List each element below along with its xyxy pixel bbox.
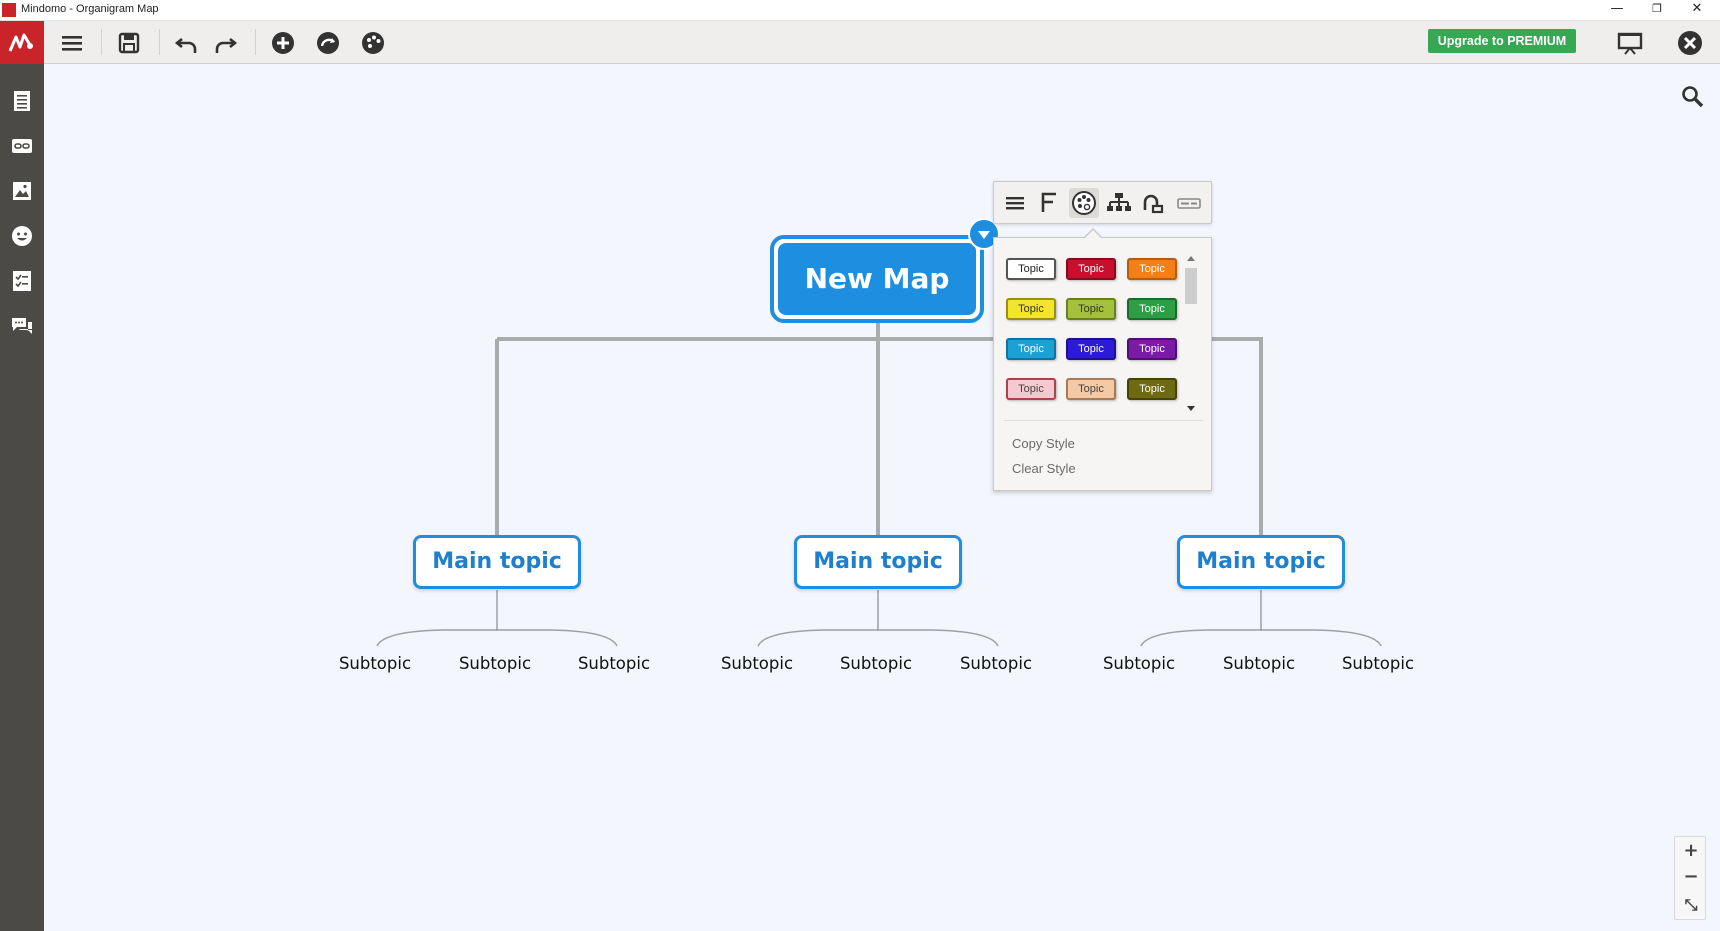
swatch-scrollbar[interactable]: [1184, 256, 1197, 411]
popup-pointer-inner: [1085, 230, 1101, 238]
style-swatch[interactable]: Topic: [1006, 338, 1056, 360]
style-swatch[interactable]: Topic: [1006, 378, 1056, 400]
palette-icon[interactable]: [1069, 188, 1099, 218]
font-icon[interactable]: [1034, 188, 1064, 218]
style-swatch[interactable]: Topic: [1127, 258, 1177, 280]
app-logo-icon[interactable]: [0, 21, 44, 64]
subtopic[interactable]: Subtopic: [720, 654, 794, 673]
format-list-icon[interactable]: [1000, 188, 1030, 218]
theme-icon[interactable]: [359, 29, 387, 57]
toolbar-separator: [101, 29, 102, 55]
root-topic[interactable]: New Map: [770, 235, 984, 323]
main-toolbar: Upgrade to PREMIUM: [0, 21, 1720, 64]
restore-button[interactable]: ❐: [1652, 2, 1662, 15]
style-swatch[interactable]: Topic: [1006, 258, 1056, 280]
style-swatch[interactable]: Topic: [1006, 298, 1056, 320]
style-swatch[interactable]: Topic: [1127, 298, 1177, 320]
style-swatch[interactable]: Topic: [1127, 378, 1177, 400]
main-topic-1[interactable]: Main topic: [413, 535, 581, 589]
comments-icon[interactable]: [10, 314, 34, 338]
zoom-out-button[interactable]: −: [1683, 866, 1699, 887]
root-topic-label: New Map: [778, 243, 976, 315]
style-swatch[interactable]: Topic: [1066, 258, 1116, 280]
scroll-down-arrow[interactable]: [1187, 406, 1195, 411]
subtopic[interactable]: Subtopic: [839, 654, 913, 673]
map-canvas[interactable]: New Map Main topic Main topic Main topic…: [44, 64, 1720, 931]
task-icon[interactable]: [10, 269, 34, 293]
main-topic-3[interactable]: Main topic: [1177, 535, 1345, 589]
style-swatch[interactable]: Topic: [1066, 298, 1116, 320]
shape-icon[interactable]: [1174, 188, 1204, 218]
connector-icon[interactable]: [1139, 188, 1169, 218]
add-relationship-icon[interactable]: [314, 29, 342, 57]
main-topic-2[interactable]: Main topic: [794, 535, 962, 589]
redo-icon[interactable]: [211, 29, 239, 57]
clear-style-action[interactable]: Clear Style: [1012, 461, 1076, 476]
zoom-in-button[interactable]: +: [1683, 840, 1699, 861]
copy-style-action[interactable]: Copy Style: [1012, 436, 1075, 451]
add-topic-icon[interactable]: [269, 29, 297, 57]
style-swatch[interactable]: Topic: [1066, 378, 1116, 400]
upgrade-premium-button[interactable]: Upgrade to PREMIUM: [1428, 29, 1576, 53]
search-icon[interactable]: [1680, 84, 1706, 110]
subtopic[interactable]: Subtopic: [338, 654, 412, 673]
subtopic[interactable]: Subtopic: [1102, 654, 1176, 673]
subtopic[interactable]: Subtopic: [458, 654, 532, 673]
emoji-icon[interactable]: [10, 224, 34, 248]
toolbar-separator: [255, 29, 256, 55]
link-icon[interactable]: [10, 134, 34, 158]
connector-lines: [376, 321, 1382, 647]
subtopic[interactable]: Subtopic: [959, 654, 1033, 673]
scroll-up-arrow[interactable]: [1187, 256, 1195, 261]
zoom-controls: + − ⤡: [1674, 836, 1706, 920]
subtopic[interactable]: Subtopic: [577, 654, 651, 673]
subtopic[interactable]: Subtopic: [1341, 654, 1415, 673]
notes-icon[interactable]: [10, 89, 34, 113]
fit-screen-button[interactable]: ⤡: [1684, 895, 1698, 914]
toolbar-separator: [159, 29, 160, 55]
style-swatch[interactable]: Topic: [1127, 338, 1177, 360]
image-icon[interactable]: [10, 179, 34, 203]
minimize-button[interactable]: —: [1610, 1, 1624, 16]
app-icon: [2, 3, 16, 17]
title-bar: Mindomo - Organigram Map — ❐ ✕: [0, 0, 1720, 21]
left-sidebar: [0, 64, 44, 931]
close-map-icon[interactable]: [1676, 29, 1704, 57]
window-title: Mindomo - Organigram Map: [21, 3, 159, 15]
save-icon[interactable]: [115, 29, 143, 57]
undo-icon[interactable]: [173, 29, 201, 57]
subtopic[interactable]: Subtopic: [1222, 654, 1296, 673]
scroll-thumb[interactable]: [1185, 268, 1197, 304]
style-swatch[interactable]: Topic: [1066, 338, 1116, 360]
popup-tab-bar: [993, 181, 1212, 224]
menu-icon[interactable]: [58, 29, 86, 57]
popup-divider: [1004, 420, 1203, 421]
layout-icon[interactable]: [1104, 188, 1134, 218]
window-close-button[interactable]: ✕: [1691, 1, 1703, 16]
presentation-icon[interactable]: [1616, 29, 1644, 57]
